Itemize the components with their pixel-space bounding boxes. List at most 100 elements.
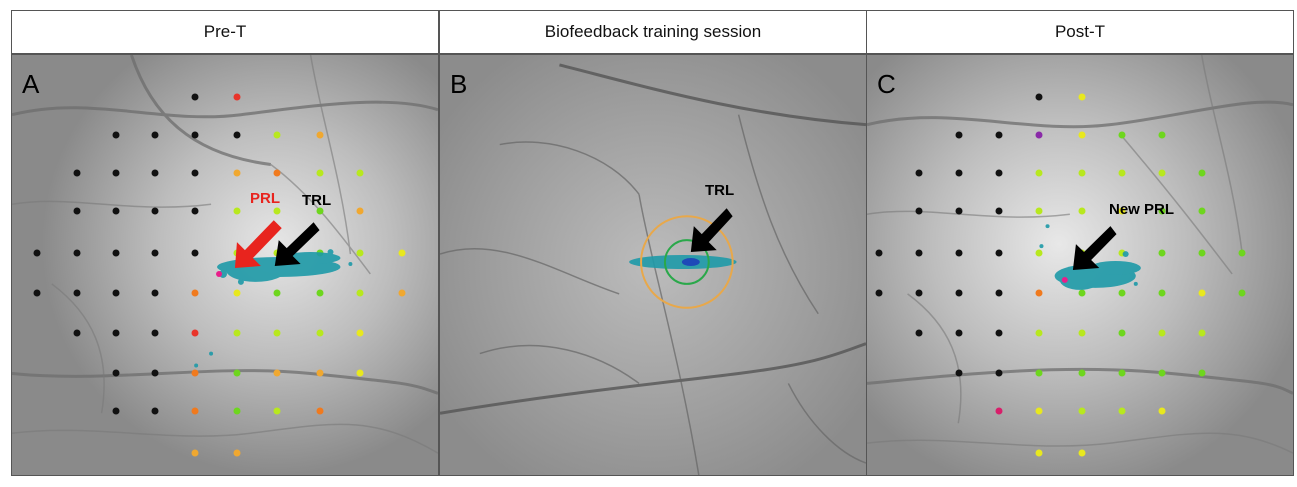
stimulus-point	[356, 329, 364, 337]
stimulus-point	[151, 249, 159, 257]
panel-a-letter: A	[22, 69, 40, 99]
stimulus-point	[1035, 329, 1043, 337]
stimulus-point	[955, 329, 963, 337]
new-prl-label: New PRL	[1109, 201, 1175, 218]
stimulus-point	[191, 93, 199, 101]
stimulus-point	[316, 289, 324, 297]
stimulus-point	[112, 169, 120, 177]
stimulus-point	[398, 289, 406, 297]
stimulus-point	[233, 449, 241, 457]
stimulus-point	[191, 169, 199, 177]
stimulus-point	[316, 131, 324, 139]
stimulus-point	[73, 289, 81, 297]
stimulus-point	[233, 249, 241, 257]
stimulus-point	[955, 207, 963, 215]
stimulus-point	[112, 249, 120, 257]
stimulus-point	[273, 207, 281, 215]
stimulus-point	[356, 169, 364, 177]
stimulus-point	[1078, 93, 1086, 101]
stimulus-point	[233, 93, 241, 101]
stimulus-point	[955, 169, 963, 177]
stimulus-point	[1158, 207, 1166, 215]
stimulus-point	[995, 289, 1003, 297]
stimulus-point	[1158, 169, 1166, 177]
stimulus-point	[995, 407, 1003, 415]
stimulus-point	[112, 207, 120, 215]
orange-ring	[640, 215, 734, 309]
stimulus-point	[191, 207, 199, 215]
stimulus-point	[1118, 407, 1126, 415]
stimulus-point	[233, 207, 241, 215]
stimulus-point	[273, 249, 281, 257]
stimulus-point	[1158, 369, 1166, 377]
stimulus-point	[1035, 169, 1043, 177]
stimulus-point	[151, 289, 159, 297]
stimulus-point	[112, 369, 120, 377]
stimulus-point	[1035, 131, 1043, 139]
stimulus-point	[233, 329, 241, 337]
stimulus-point	[915, 289, 923, 297]
panel-pre-t: Pre-T A	[11, 10, 439, 476]
stimulus-point	[1238, 249, 1246, 257]
stimulus-point	[1238, 289, 1246, 297]
stimulus-point	[1198, 207, 1206, 215]
stimulus-point	[1158, 407, 1166, 415]
trl-label-a: TRL	[302, 192, 332, 209]
panel-a-fundus-image: A PRL TRL	[11, 54, 439, 476]
stimulus-point	[1118, 329, 1126, 337]
stimulus-point	[356, 369, 364, 377]
stimulus-point	[1118, 289, 1126, 297]
panel-post-t: Post-T C	[866, 10, 1294, 476]
retina-b-background	[440, 55, 866, 475]
stimulus-point	[955, 249, 963, 257]
stimulus-point	[273, 369, 281, 377]
stimulus-point	[316, 169, 324, 177]
stimulus-point	[1078, 169, 1086, 177]
stimulus-point	[915, 249, 923, 257]
retina-a-background	[12, 55, 438, 475]
stimulus-point	[1035, 407, 1043, 415]
stimulus-point	[73, 249, 81, 257]
stimulus-point	[151, 329, 159, 337]
stimulus-point	[151, 369, 159, 377]
stimulus-point	[233, 289, 241, 297]
stimulus-point	[1118, 131, 1126, 139]
stimulus-point	[995, 169, 1003, 177]
stimulus-point	[151, 169, 159, 177]
stimulus-point	[1158, 131, 1166, 139]
stimulus-point	[191, 329, 199, 337]
stimulus-point	[73, 169, 81, 177]
stimulus-point	[356, 207, 364, 215]
stimulus-point	[316, 249, 324, 257]
stimulus-point	[1078, 131, 1086, 139]
stimulus-point	[995, 369, 1003, 377]
panel-b-header: Biofeedback training session	[439, 10, 867, 54]
stimulus-point	[1035, 289, 1043, 297]
stimulus-point	[1035, 249, 1043, 257]
stimulus-point	[1158, 249, 1166, 257]
stimulus-point	[1198, 169, 1206, 177]
stimulus-point	[1035, 93, 1043, 101]
stimulus-point	[1118, 169, 1126, 177]
prl-label: PRL	[250, 190, 280, 207]
stimulus-point	[151, 407, 159, 415]
stimulus-point	[915, 207, 923, 215]
stimulus-point	[316, 329, 324, 337]
stimulus-point	[356, 289, 364, 297]
stimulus-point	[273, 169, 281, 177]
stimulus-point	[1118, 249, 1126, 257]
stimulus-point	[1198, 369, 1206, 377]
stimulus-point	[1198, 249, 1206, 257]
stimulus-point	[875, 289, 883, 297]
stimulus-point	[1118, 207, 1126, 215]
stimulus-point	[1158, 289, 1166, 297]
stimulus-point	[273, 407, 281, 415]
stimulus-point	[33, 289, 41, 297]
stimulus-point	[233, 369, 241, 377]
stimulus-point	[191, 249, 199, 257]
stimulus-point	[273, 329, 281, 337]
stimulus-point	[191, 369, 199, 377]
stimulus-point	[1078, 207, 1086, 215]
stimulus-point	[915, 329, 923, 337]
stimulus-point	[356, 249, 364, 257]
